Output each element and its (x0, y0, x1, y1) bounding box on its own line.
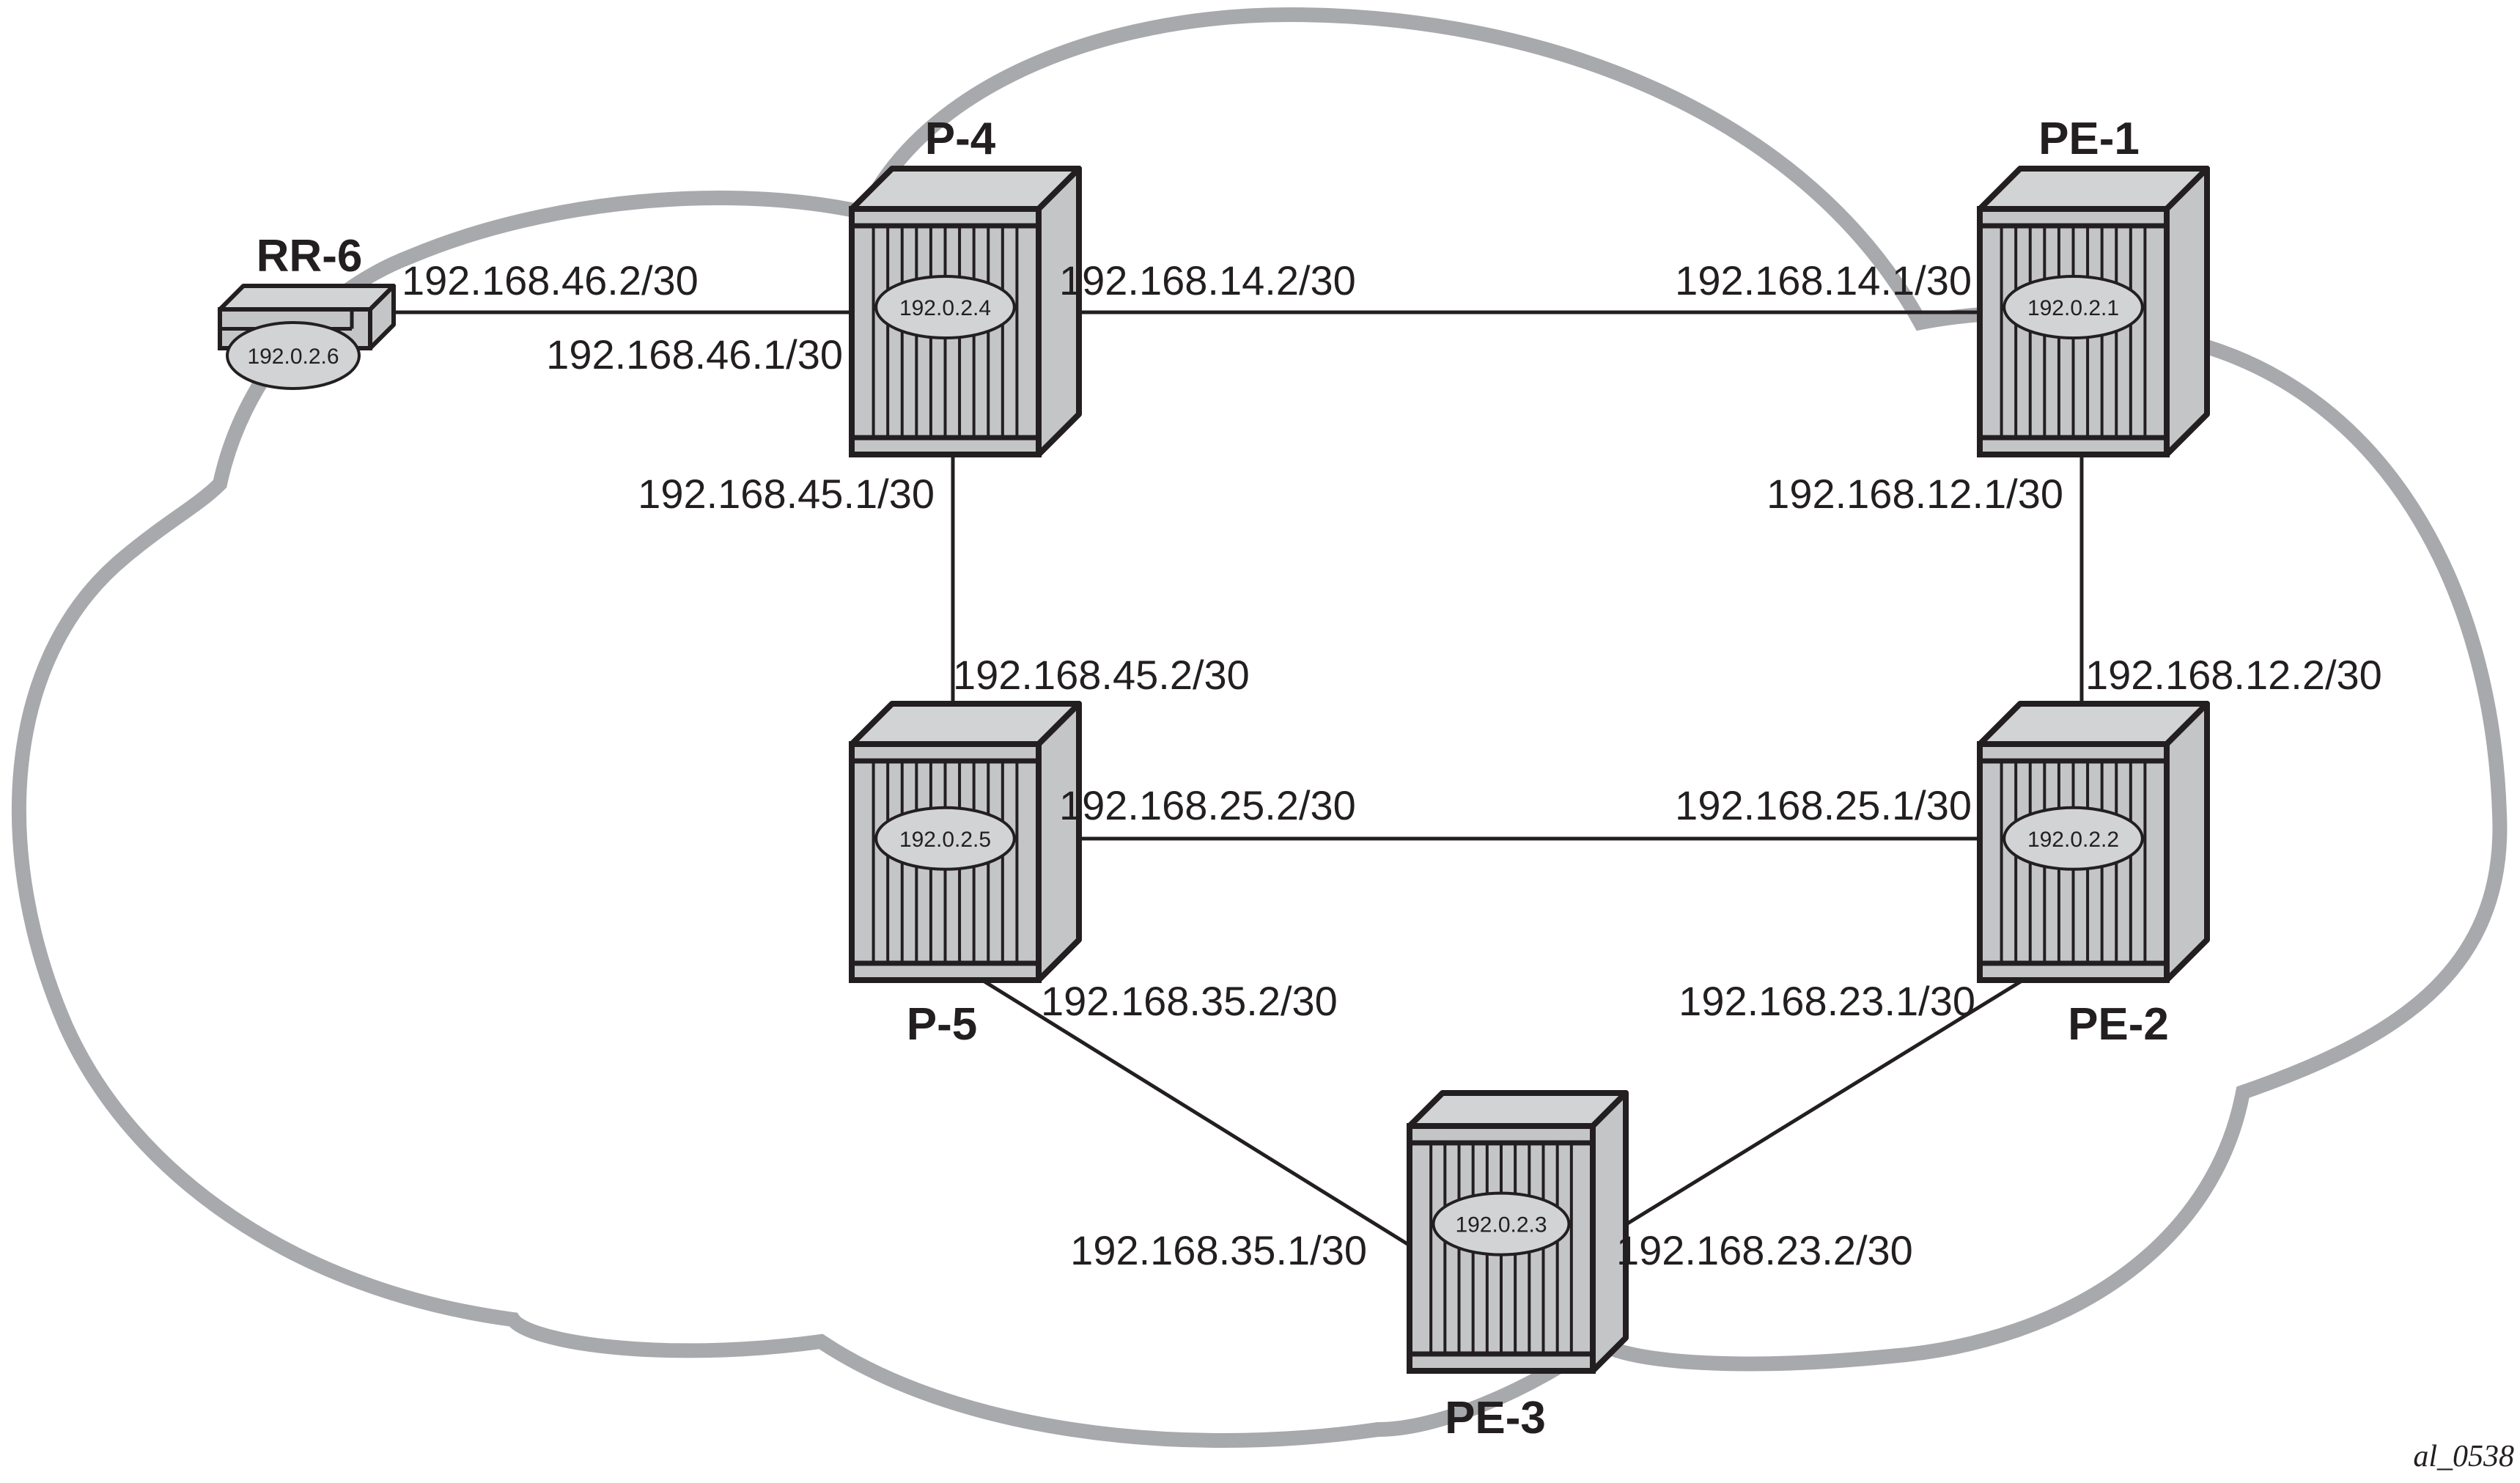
if-label-pe1-14-1: 192.168.14.1/30 (1675, 257, 1972, 303)
router-p-5: 192.0.2.5 (849, 701, 1082, 983)
router-pe-2: 192.0.2.2 (1977, 701, 2210, 983)
system-ip-label: 192.0.2.1 (2027, 296, 2119, 320)
system-ip-ellipse (2003, 806, 2144, 871)
router-side-face (2164, 701, 2210, 983)
figure-id: al_0538 (2413, 1440, 2514, 1473)
if-label-p4-46-1: 192.168.46.1/30 (546, 331, 843, 378)
router-rr-6: 192.0.2.6 (218, 284, 396, 390)
router-top-face (218, 284, 396, 312)
system-ip-ellipse (226, 321, 361, 390)
if-label-p5-35-2: 192.168.35.2/30 (1041, 978, 1338, 1024)
node-label-pe2: PE-2 (2068, 999, 2169, 1050)
if-label-p4-14-2: 192.168.14.2/30 (1059, 257, 1356, 303)
system-ip-label: 192.0.2.3 (1455, 1213, 1547, 1237)
node-label-pe3: PE-3 (1445, 1393, 1546, 1443)
router-side-face (2164, 166, 2210, 457)
if-label-pe2-25-1: 192.168.25.1/30 (1675, 782, 1972, 828)
router-pe-1: 192.0.2.1 (1977, 166, 2210, 457)
system-ip-label: 192.0.2.5 (899, 828, 991, 852)
system-ip-ellipse (1432, 1191, 1571, 1256)
if-label-pe3-23-2: 192.168.23.2/30 (1616, 1227, 1913, 1273)
link-p5-pe3 (981, 978, 1412, 1248)
system-ip-ellipse (2003, 275, 2144, 339)
links (394, 310, 2084, 1248)
if-label-pe2-23-1: 192.168.23.1/30 (1679, 978, 1975, 1024)
if-label-p5-25-2: 192.168.25.2/30 (1059, 782, 1356, 828)
system-ip-ellipse (874, 806, 1016, 871)
system-ip-label: 192.0.2.2 (2027, 828, 2119, 852)
router-side-face (1036, 166, 1082, 457)
if-label-p4-45-1: 192.168.45.1/30 (638, 471, 935, 517)
system-ip-ellipse (874, 275, 1016, 339)
node-label-p4: P-4 (925, 114, 996, 164)
link-pe2-pe3 (1589, 978, 2025, 1248)
system-ip-label: 192.0.2.6 (247, 345, 339, 369)
if-label-rr6-46-2: 192.168.46.2/30 (402, 257, 699, 303)
router-top-face (1407, 1090, 1629, 1129)
router-pe-3: 192.0.2.3 (1407, 1090, 1629, 1374)
node-label-p5: P-5 (907, 999, 977, 1050)
if-label-pe2-12-2: 192.168.12.2/30 (2085, 652, 2382, 698)
router-side-face (1036, 701, 1082, 983)
if-label-p5-45-2: 192.168.45.2/30 (953, 652, 1250, 698)
if-label-pe3-35-1: 192.168.35.1/30 (1070, 1227, 1367, 1273)
system-ip-label: 192.0.2.4 (899, 296, 991, 320)
network-cloud (11, 7, 2508, 1448)
if-label-pe1-12-1: 192.168.12.1/30 (1766, 471, 2063, 517)
node-label-pe1: PE-1 (2038, 114, 2140, 164)
node-label-rr6: RR-6 (257, 231, 363, 281)
router-p-4: 192.0.2.4 (849, 166, 1082, 457)
